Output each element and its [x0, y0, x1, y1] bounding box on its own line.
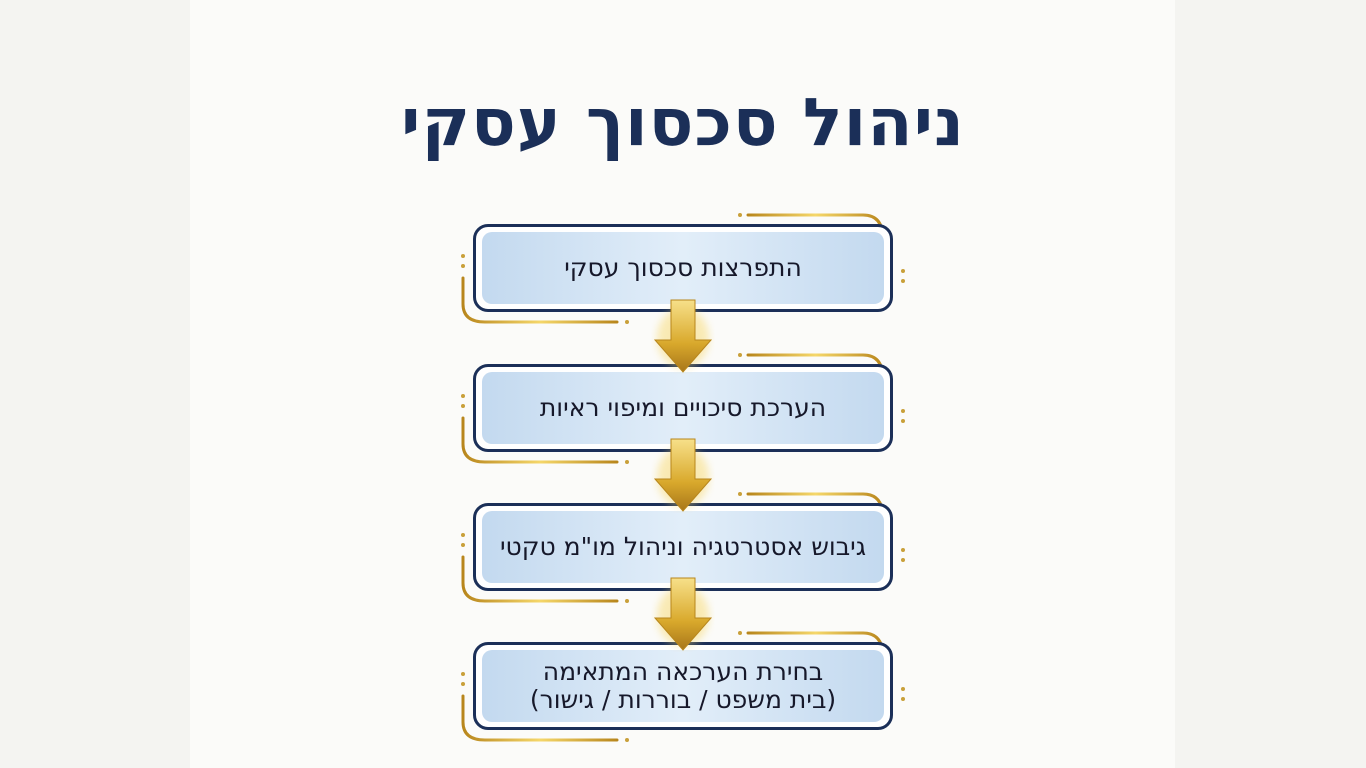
step-label: גיבוש אסטרטגיה וניהול מו"מ טקטי [482, 511, 884, 583]
flow-step-2: הערכת סיכויים ומיפוי ראיות [461, 353, 905, 464]
page-title: ניהול סכסוך עסקי [401, 84, 965, 161]
step-label: בחירת הערכאה המתאימה (בית משפט / בוררות … [482, 650, 884, 722]
flow-step-1: התפרצות סכסוך עסקי [461, 213, 905, 324]
step-label: הערכת סיכויים ומיפוי ראיות [482, 372, 884, 444]
down-arrow-icon [653, 299, 713, 373]
flow-step-3: גיבוש אסטרטגיה וניהול מו"מ טקטי [461, 492, 905, 603]
down-arrow-icon [653, 438, 713, 512]
step-label: התפרצות סכסוך עסקי [482, 232, 884, 304]
flow-step-4: בחירת הערכאה המתאימה (בית משפט / בוררות … [461, 631, 905, 742]
down-arrow-icon [653, 577, 713, 651]
